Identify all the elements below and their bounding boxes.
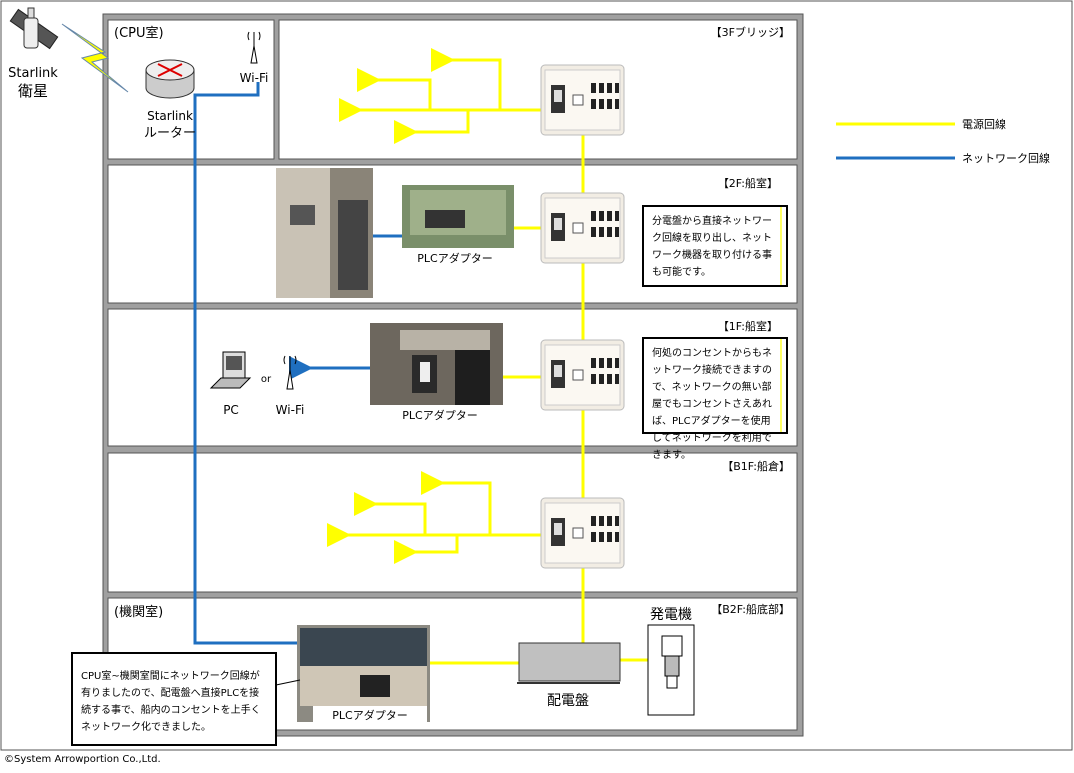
satellite-label: Starlink bbox=[8, 66, 58, 81]
breaker-panel-1f bbox=[540, 339, 625, 411]
router-label: Starlink bbox=[147, 109, 193, 123]
note-1f: 何処のコンセントからもネットワーク接続できますので、ネットワークの無い部屋でもコ… bbox=[642, 337, 788, 461]
plc-label-1f: PLCアダプター bbox=[402, 408, 477, 422]
breaker-panel-b1f bbox=[540, 497, 625, 569]
router-label-jp: ルーター bbox=[144, 126, 196, 141]
plc-adapter-photo-b2f bbox=[297, 625, 430, 722]
plc-label-b2f: PLCアダプター bbox=[332, 708, 407, 722]
satellite-label-jp: 衛星 bbox=[18, 82, 48, 100]
breaker-panel-2f bbox=[540, 192, 625, 264]
callout-pointer bbox=[275, 679, 301, 686]
switchboard-icon bbox=[517, 642, 621, 684]
satellite-icon bbox=[9, 7, 59, 50]
wireless-link-icon bbox=[61, 23, 129, 93]
generator-label: 発電機 bbox=[650, 607, 692, 623]
floor-b1f bbox=[107, 452, 798, 593]
generator-icon bbox=[647, 624, 695, 716]
wifi-antenna-icon-1f bbox=[283, 355, 297, 390]
plc-adapter-photo-2f bbox=[402, 185, 514, 248]
floor-3f bbox=[278, 19, 798, 160]
legend-power-label: 電源回線 bbox=[962, 117, 1006, 131]
network-lines bbox=[193, 82, 955, 645]
breaker-panel-3f bbox=[540, 64, 625, 136]
wifi-antenna-icon bbox=[247, 31, 261, 64]
switchboard-label: 配電盤 bbox=[547, 693, 589, 709]
plc-adapter-photo-1f bbox=[370, 323, 503, 405]
pc-label: PC bbox=[223, 403, 239, 417]
floor-tag-3f: 【3Fブリッジ】 bbox=[711, 25, 790, 39]
floor-tag-b2f: 【B2F:船底部】 bbox=[711, 602, 790, 616]
note-b2f: CPU室~機関室間にネットワーク回線が有りましたので、配電盤へ直接PLCを接続す… bbox=[71, 652, 277, 746]
cpu-room-title: (CPU室) bbox=[114, 25, 164, 41]
outer-frame bbox=[0, 0, 1073, 751]
legend-network-label: ネットワーク回線 bbox=[962, 151, 1050, 165]
wifi-label-1f: Wi-Fi bbox=[276, 403, 305, 417]
pc-icon bbox=[209, 351, 252, 389]
distribution-board-photo-2f bbox=[276, 168, 373, 298]
floor-tag-b1f: 【B1F:船倉】 bbox=[722, 459, 790, 473]
engine-room-title: (機関室) bbox=[114, 604, 163, 620]
wifi-label: Wi-Fi bbox=[240, 71, 269, 85]
note-2f: 分電盤から直接ネットワーク回線を取り出し、ネットワーク機器を取り付ける事も可能で… bbox=[642, 205, 788, 287]
copyright-footer: ©System Arrowportion Co.,Ltd. bbox=[4, 754, 161, 765]
floor-tag-1f: 【1F:船室】 bbox=[718, 319, 778, 333]
router-icon bbox=[145, 59, 195, 99]
plc-label-2f: PLCアダプター bbox=[417, 251, 492, 265]
floor-tag-2f: 【2F:船室】 bbox=[718, 176, 778, 190]
or-label: or bbox=[261, 374, 272, 385]
